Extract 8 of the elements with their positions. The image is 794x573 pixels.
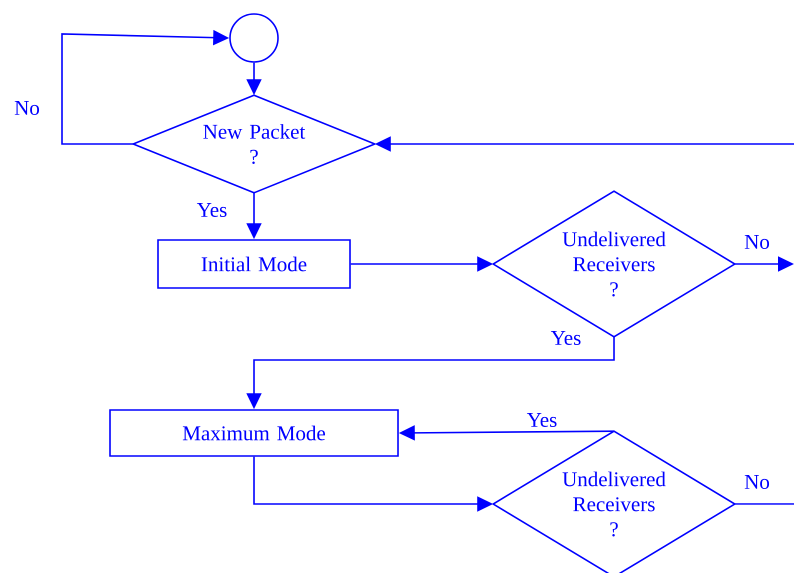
process-box: Maximum Mode bbox=[109, 409, 399, 457]
start-circle bbox=[229, 13, 279, 63]
edge-label: No bbox=[743, 234, 771, 250]
edge-label: Yes bbox=[526, 412, 558, 428]
edge-label: No bbox=[743, 474, 771, 490]
process-box: Initial Mode bbox=[157, 239, 351, 289]
edge-label: No bbox=[13, 100, 41, 116]
edge-label: Yes bbox=[196, 202, 228, 218]
